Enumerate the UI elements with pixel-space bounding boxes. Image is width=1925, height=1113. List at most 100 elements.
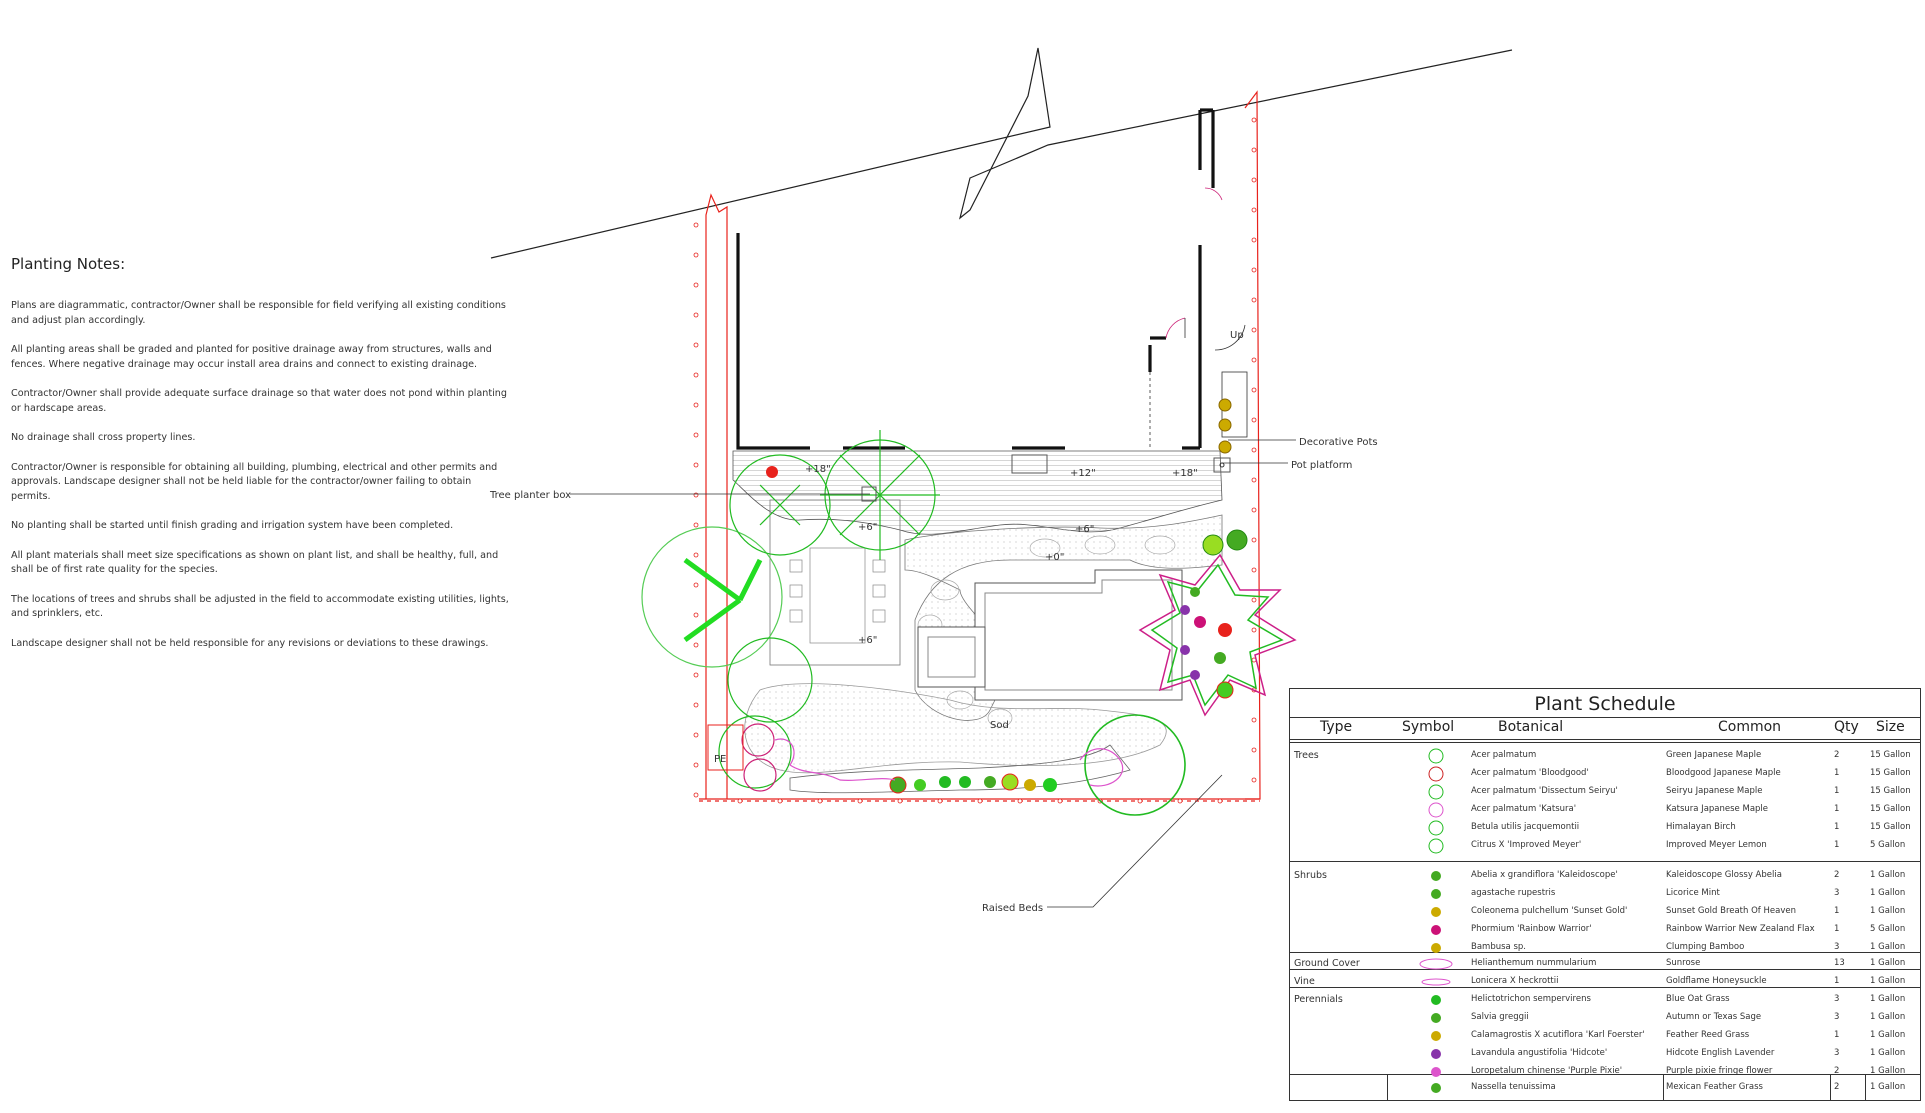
planting-note: All planting areas shall be graded and p… bbox=[11, 344, 492, 370]
pe-label: PE bbox=[714, 754, 726, 765]
schedule-cell-qty: 1 bbox=[1834, 804, 1840, 814]
schedule-cell-qty: 1 bbox=[1834, 906, 1840, 916]
salvia-icon bbox=[1431, 1013, 1441, 1023]
schedule-cell-common: Rainbow Warrior New Zealand Flax bbox=[1666, 924, 1815, 934]
schedule-cell-qty: 1 bbox=[1834, 924, 1840, 934]
loropetalum-icon bbox=[1431, 1067, 1441, 1077]
schedule-cell-qty: 2 bbox=[1834, 1066, 1840, 1076]
schedule-cell-common: Bloodgood Japanese Maple bbox=[1666, 768, 1781, 778]
header-botanical: Botanical bbox=[1498, 719, 1564, 735]
citrus-icon bbox=[1428, 838, 1444, 854]
schedule-cell-size: 1 Gallon bbox=[1870, 906, 1906, 916]
header-common: Common bbox=[1718, 719, 1782, 735]
seiryu-maple-icon bbox=[1428, 784, 1444, 800]
tree-symbols bbox=[641, 430, 1186, 816]
schedule-cell-type: Shrubs bbox=[1294, 870, 1327, 881]
schedule-cell-common: Clumping Bamboo bbox=[1666, 942, 1745, 952]
schedule-cell-size: 5 Gallon bbox=[1870, 924, 1906, 934]
birch-icon bbox=[1428, 820, 1444, 836]
schedule-cell-botanical: Betula utilis jacquemontii bbox=[1471, 822, 1580, 832]
schedule-cell-qty: 1 bbox=[1834, 786, 1840, 796]
planting-notes: Planting Notes: Plans are diagrammatic, … bbox=[11, 255, 511, 666]
schedule-cell-size: 1 Gallon bbox=[1870, 1012, 1906, 1022]
feather-reed-icon bbox=[1431, 1031, 1441, 1041]
schedule-cell-botanical: Lavandula angustifolia 'Hidcote' bbox=[1471, 1048, 1608, 1058]
lavender-icon bbox=[1431, 1049, 1441, 1059]
raised-bed bbox=[789, 744, 1131, 794]
schedule-cell-qty: 1 bbox=[1834, 768, 1840, 778]
schedule-cell-qty: 1 bbox=[1834, 1030, 1840, 1040]
schedule-cell-common: Licorice Mint bbox=[1666, 888, 1720, 898]
schedule-cell-size: 1 Gallon bbox=[1870, 976, 1906, 986]
schedule-cell-botanical: Abelia x grandiflora 'Kaleidoscope' bbox=[1471, 870, 1618, 880]
schedule-cell-size: 1 Gallon bbox=[1870, 870, 1906, 880]
schedule-cell-size: 1 Gallon bbox=[1870, 1082, 1906, 1092]
elev-6-right: +6" bbox=[1075, 524, 1094, 535]
dining-set bbox=[789, 547, 886, 644]
schedule-cell-qty: 1 bbox=[1834, 822, 1840, 832]
schedule-cell-qty: 3 bbox=[1834, 994, 1840, 1004]
elev-6-bottom: +6" bbox=[858, 635, 877, 646]
header-qty: Qty bbox=[1834, 719, 1859, 735]
schedule-row: agastache rupestris Licorice Mint 3 1 Gallo… bbox=[1290, 885, 1920, 903]
planting-note: All plant materials shall meet size spec… bbox=[11, 549, 499, 576]
oat-grass-icon bbox=[1431, 995, 1441, 1005]
schedule-cell-qty: 13 bbox=[1834, 958, 1845, 968]
plant-schedule-title: Plant Schedule bbox=[1534, 693, 1676, 715]
schedule-cell-botanical: Loropetalum chinense 'Purple Pixie' bbox=[1471, 1066, 1623, 1076]
schedule-cell-common: Autumn or Texas Sage bbox=[1666, 1012, 1762, 1022]
schedule-cell-type: Ground Cover bbox=[1294, 958, 1360, 969]
schedule-cell-botanical: Acer palmatum 'Katsura' bbox=[1471, 804, 1577, 814]
schedule-cell-qty: 3 bbox=[1834, 888, 1840, 898]
planting-note: No planting shall be started until finis… bbox=[11, 520, 454, 531]
schedule-cell-qty: 2 bbox=[1834, 870, 1840, 880]
label-pot-platform: Pot platform bbox=[1291, 460, 1352, 471]
schedule-cell-size: 15 Gallon bbox=[1870, 822, 1911, 832]
schedule-cell-botanical: Acer palmatum 'Bloodgood' bbox=[1471, 768, 1589, 778]
nassella-icon bbox=[1431, 1083, 1441, 1093]
planting-note: Contractor/Owner shall provide adequate … bbox=[11, 388, 507, 414]
schedule-cell-common: Sunset Gold Breath Of Heaven bbox=[1666, 906, 1796, 916]
planting-note: Contractor/Owner is responsible for obta… bbox=[11, 461, 498, 502]
schedule-cell-common: Katsura Japanese Maple bbox=[1666, 804, 1769, 814]
schedule-cell-size: 15 Gallon bbox=[1870, 768, 1911, 778]
elev-12: +12" bbox=[1070, 468, 1096, 479]
schedule-cell-common: Himalayan Birch bbox=[1666, 822, 1736, 832]
header-type: Type bbox=[1320, 719, 1353, 735]
schedule-cell-type: Vine bbox=[1294, 976, 1315, 987]
schedule-cell-botanical: Phormium 'Rainbow Warrior' bbox=[1471, 924, 1592, 934]
phormium-icon bbox=[1431, 925, 1441, 935]
honeysuckle-icon bbox=[1421, 978, 1451, 986]
label-up: Up bbox=[1230, 330, 1244, 341]
schedule-row: Calamagrostis X acutiflora 'Karl Foerste… bbox=[1290, 1027, 1920, 1045]
groundcover-symbols bbox=[741, 723, 1124, 792]
schedule-row: Betula utilis jacquemontii Himalayan Birc… bbox=[1290, 819, 1920, 837]
elev-18-left: +18" bbox=[805, 464, 831, 475]
schedule-cell-qty: 3 bbox=[1834, 1048, 1840, 1058]
schedule-cell-botanical: agastache rupestris bbox=[1471, 888, 1556, 898]
schedule-cell-botanical: Helictotrichon sempervirens bbox=[1471, 994, 1591, 1004]
schedule-cell-qty: 1 bbox=[1834, 976, 1840, 986]
elev-0: +0" bbox=[1045, 552, 1064, 563]
schedule-cell-common: Mexican Feather Grass bbox=[1666, 1082, 1763, 1092]
sunrose-icon bbox=[1419, 958, 1453, 970]
schedule-cell-botanical: Helianthemum nummularium bbox=[1471, 958, 1597, 968]
schedule-cell-common: Kaleidoscope Glossy Abelia bbox=[1666, 870, 1782, 880]
schedule-cell-botanical: Nassella tenuissima bbox=[1471, 1082, 1556, 1092]
schedule-row: Acer palmatum 'Bloodgood' Bloodgood Japan… bbox=[1290, 765, 1920, 783]
planting-notes-title: Planting Notes: bbox=[11, 255, 126, 273]
schedule-cell-qty: 2 bbox=[1834, 750, 1840, 760]
leader-lines bbox=[570, 439, 1296, 908]
schedule-cell-botanical: Calamagrostis X acutiflora 'Karl Foerste… bbox=[1471, 1030, 1645, 1040]
schedule-cell-size: 1 Gallon bbox=[1870, 942, 1906, 952]
schedule-cell-size: 1 Gallon bbox=[1870, 888, 1906, 898]
schedule-cell-qty: 3 bbox=[1834, 942, 1840, 952]
label-sod: Sod bbox=[990, 720, 1009, 731]
break-line bbox=[490, 47, 1513, 259]
